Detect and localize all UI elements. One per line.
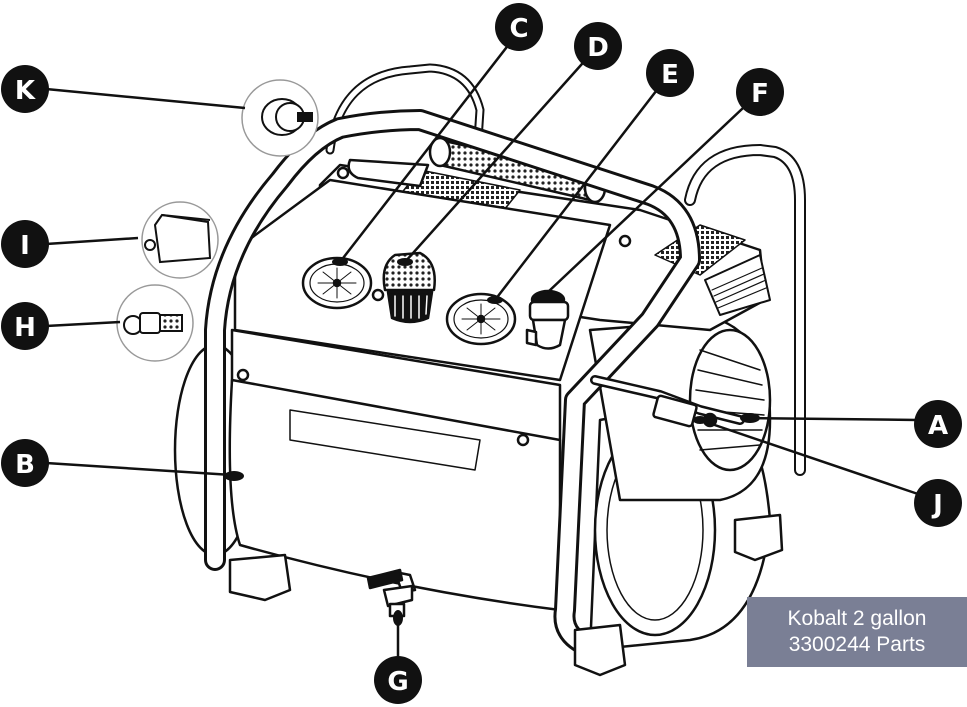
tank-pressure-gauge — [301, 256, 373, 310]
callout-e-label: E — [661, 60, 679, 90]
leader-line-d — [404, 45, 599, 263]
outlet-pressure-gauge — [445, 292, 517, 346]
callout-h: H — [1, 302, 49, 350]
pressure-regulator-knob — [371, 251, 436, 324]
drain-valve — [366, 568, 417, 618]
accessory-inset-k — [241, 79, 319, 157]
model-caption-box: Kobalt 2 gallon 3300244 Parts — [747, 597, 967, 667]
leader-line-h — [45, 320, 121, 328]
callout-i: I — [1, 220, 49, 268]
model-caption-line1: Kobalt 2 gallon — [787, 607, 927, 630]
callout-c-label: C — [509, 14, 528, 44]
callout-b-label: B — [15, 450, 35, 480]
callout-d: D — [574, 22, 622, 70]
callout-g: G — [374, 656, 422, 704]
callout-c: C — [495, 3, 543, 51]
leader-line-c — [339, 29, 521, 263]
callout-j: J — [914, 479, 962, 527]
leader-line-k — [45, 87, 246, 110]
accessory-inset-h — [116, 284, 194, 362]
callout-d-label: D — [587, 33, 609, 63]
callout-f: F — [736, 68, 784, 116]
callout-g-label: G — [387, 667, 408, 697]
leader-line-a — [741, 416, 919, 422]
model-caption-line2: 3300244 Parts — [788, 633, 926, 656]
callout-a: A — [914, 400, 962, 448]
callout-j-label: J — [931, 490, 943, 520]
callout-f-label: F — [751, 79, 769, 109]
cooling-fan — [688, 328, 772, 472]
accessory-inset-i — [141, 201, 219, 279]
compressor-illustration — [173, 63, 806, 677]
discharge-tube — [590, 375, 745, 428]
callout-a-label: A — [928, 411, 948, 441]
front-right-foot — [573, 623, 627, 677]
callout-b: B — [1, 439, 49, 487]
leader-line-f — [547, 91, 761, 293]
callout-k-label: K — [15, 76, 36, 106]
callout-h-label: H — [14, 313, 36, 343]
leader-lines — [45, 29, 919, 660]
front-left-foot — [228, 553, 292, 602]
leader-line-i — [45, 236, 139, 246]
quick-coupler — [525, 289, 570, 350]
callout-i-label: I — [20, 231, 30, 261]
callout-k: K — [1, 65, 49, 113]
front-tank-body — [228, 378, 562, 612]
leader-line-j — [699, 418, 919, 496]
leader-line-b — [45, 461, 233, 477]
leader-line-e — [494, 72, 671, 301]
callout-e: E — [646, 49, 694, 97]
rear-right-foot — [733, 513, 784, 562]
